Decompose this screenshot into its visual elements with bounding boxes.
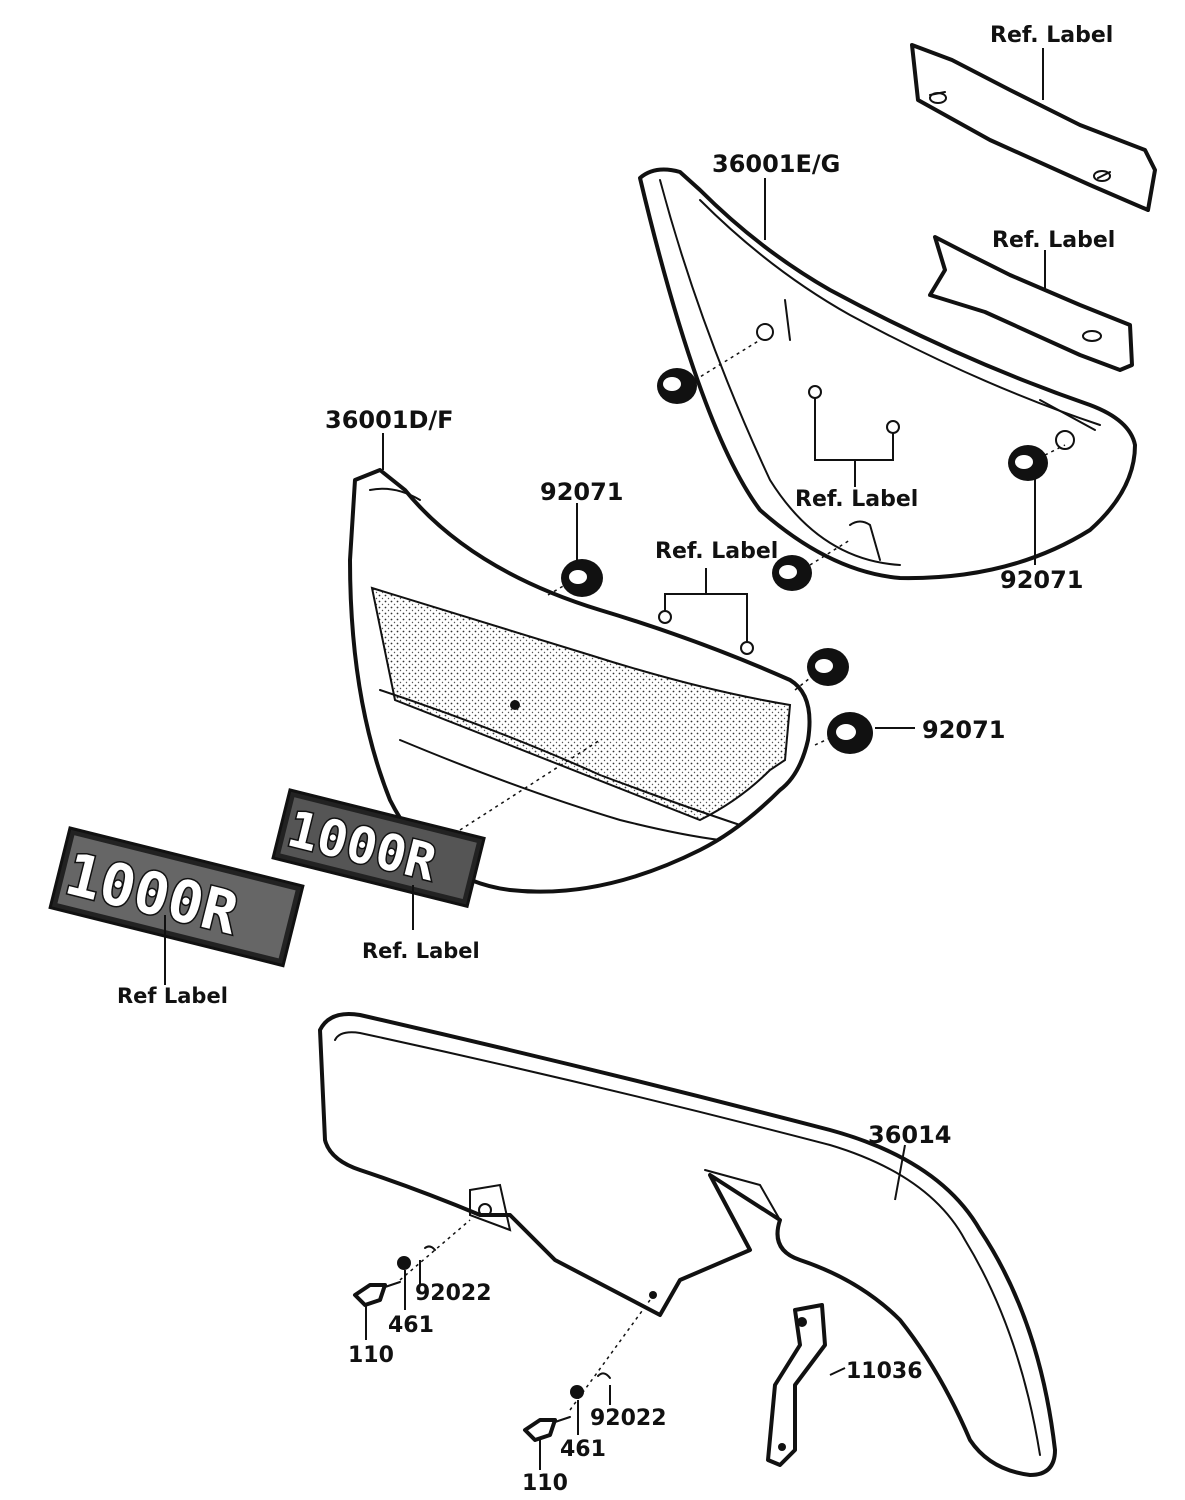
badge-left: 1000R (48, 826, 305, 968)
side-cover-left (348, 468, 812, 894)
label-92022-2: 92022 (590, 1406, 667, 1431)
label-461-1: 461 (388, 1313, 434, 1338)
bolt-1 (353, 1281, 401, 1307)
collar-1 (424, 1245, 436, 1251)
grommet-left-1 (561, 559, 603, 597)
label-110-1: 110 (348, 1343, 394, 1368)
bracket (766, 1303, 827, 1467)
label-36014: 36014 (868, 1121, 952, 1149)
label-ref-badge-center: Ref. Label (362, 939, 480, 963)
label-ref-left-center: Ref. Label (655, 539, 778, 564)
label-110-2: 110 (522, 1471, 568, 1496)
ref-label-plate-2 (928, 235, 1134, 372)
ref-label-plate-1 (910, 43, 1157, 212)
badge-center: 1000R (271, 788, 486, 909)
label-ref-right-center: Ref. Label (795, 487, 918, 512)
leader-lines (164, 48, 1046, 1470)
label-ref-top-right-2: Ref. Label (992, 228, 1115, 253)
label-461-2: 461 (560, 1437, 606, 1462)
bolt-2 (523, 1416, 571, 1442)
label-92022-1: 92022 (415, 1281, 492, 1306)
label-92071-right: 92071 (1000, 566, 1084, 594)
grommet-right-2 (1008, 445, 1048, 481)
grommet-left-3 (827, 712, 873, 754)
washer-1 (397, 1256, 411, 1270)
chain-guard (318, 1012, 1057, 1477)
grommet-right-1 (657, 368, 697, 404)
label-92071-left-top: 92071 (540, 478, 624, 506)
grommet-right-3 (772, 555, 812, 591)
label-36001DF: 36001D/F (325, 406, 454, 434)
label-36001EG: 36001E/G (712, 150, 840, 178)
label-92071-left-side: 92071 (922, 716, 1006, 744)
side-cover-right (638, 167, 1137, 581)
label-ref-top-right-1: Ref. Label (990, 23, 1113, 48)
label-11036: 11036 (846, 1359, 923, 1384)
grommet-left-2 (807, 648, 849, 686)
label-ref-badge-left: Ref Label (117, 984, 228, 1008)
collar-2 (597, 1372, 611, 1379)
washer-2 (570, 1385, 584, 1399)
